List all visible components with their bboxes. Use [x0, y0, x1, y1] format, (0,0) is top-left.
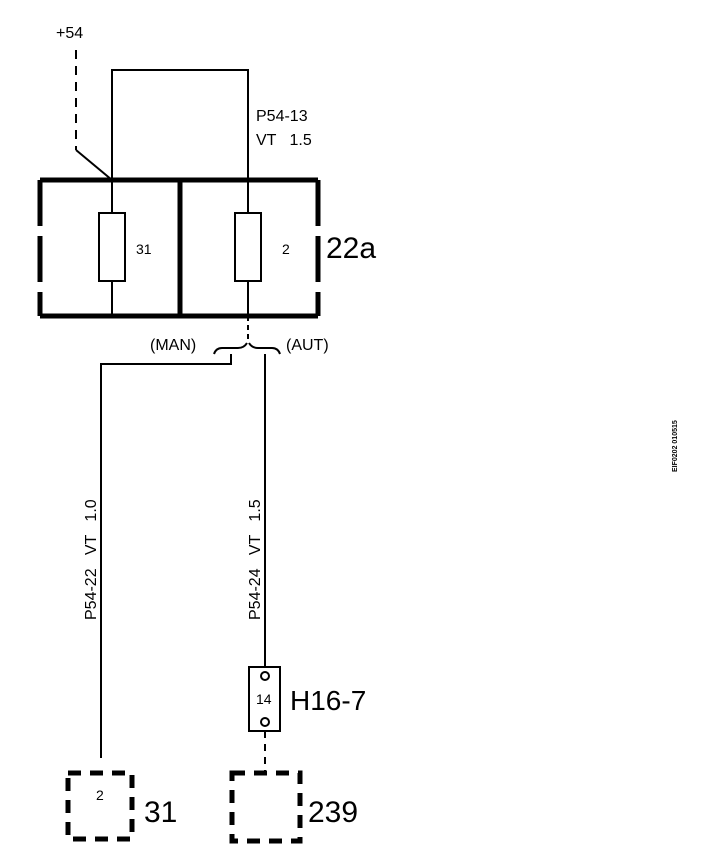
fuse-right-number: 2: [282, 241, 290, 257]
connector-name: H16-7: [290, 685, 366, 716]
top-wire-code: P54-13: [256, 108, 308, 125]
component-31-pin: 2: [96, 787, 104, 803]
component-31-box: [65, 770, 135, 842]
wire-left-man: [100, 354, 232, 758]
top-wire-color-size: VT 1.5: [256, 132, 312, 149]
connector-pin-number: 14: [256, 691, 272, 707]
supply-feed-diagonal: [75, 149, 113, 181]
branch-aut-label: (AUT): [286, 337, 329, 354]
figure-id: EIF0202 010515: [672, 420, 679, 472]
component-239-box: [229, 770, 303, 844]
wire-left-label: P54-22 VT 1.0: [83, 499, 100, 620]
supply-label: +54: [56, 25, 83, 42]
fuse-box-name: 22a: [326, 232, 376, 265]
fuse-box-22a: [37, 177, 321, 319]
branch-man-label: (MAN): [150, 337, 196, 354]
fuse-left-number: 31: [136, 241, 152, 257]
fuse-left-element: [98, 212, 126, 282]
connector-h16-7: [248, 666, 281, 732]
fuse-right-element: [234, 212, 262, 282]
component-31-name: 31: [144, 796, 177, 829]
option-brace-aut: [248, 342, 281, 355]
component-239-name: 239: [308, 796, 358, 829]
top-loop-wire: [111, 69, 249, 180]
wire-right-label: P54-24 VT 1.5: [247, 499, 264, 620]
option-brace-man: [213, 342, 248, 355]
